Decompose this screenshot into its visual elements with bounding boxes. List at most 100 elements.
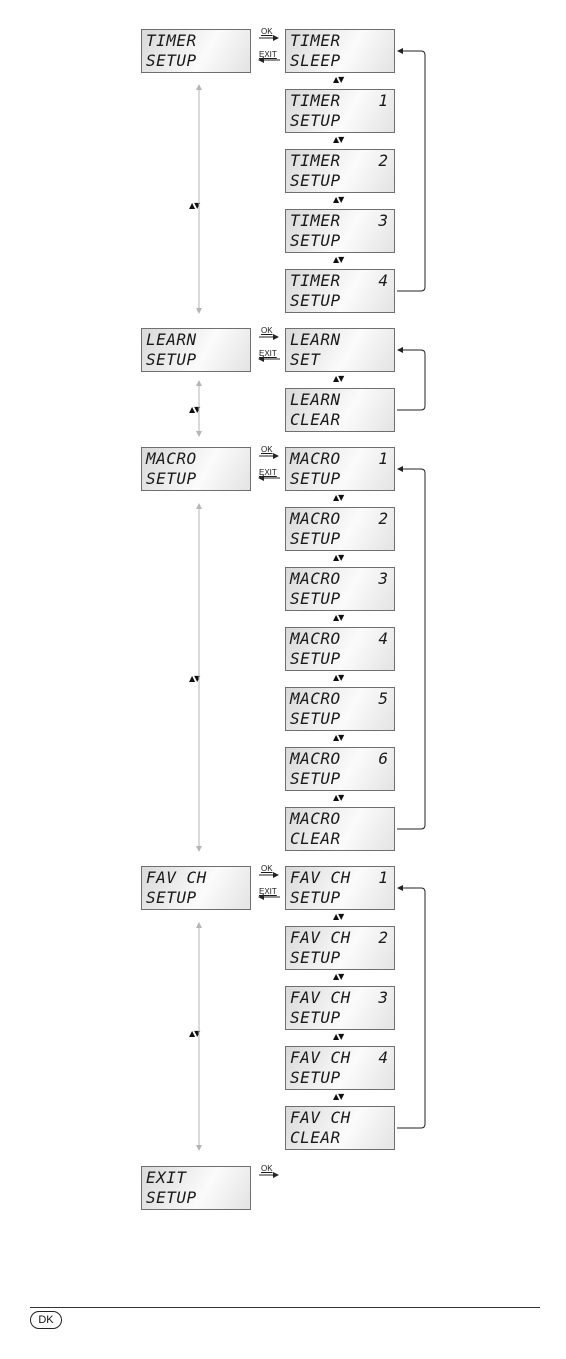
lcd-number: 2 [378, 151, 388, 170]
lcd-line-1: EXIT [146, 1168, 187, 1187]
lcd-line-1: MACRO [290, 509, 341, 528]
updown-indicator: ▲▼ [333, 912, 344, 921]
updown-indicator: ▲▼ [333, 613, 344, 622]
nav-gray-arrow-up [196, 922, 202, 928]
updown-indicator: ▲▼ [333, 1032, 344, 1041]
exit-arrow-head [258, 894, 264, 900]
lcd-line-2: SETUP [290, 529, 341, 548]
lcd-line-2: CLEAR [290, 410, 341, 429]
lcd-line-2: SETUP [290, 649, 341, 668]
exit-arrow-head [258, 57, 264, 63]
nav-gray-arrow-up [196, 503, 202, 509]
nav-gray-arrow-up [196, 84, 202, 90]
exit-label: EXIT [259, 50, 277, 59]
ok-label: OK [261, 864, 273, 873]
nav-updown-indicator: ▲▼ [189, 1029, 200, 1038]
lcd-number: 4 [378, 1048, 388, 1067]
lcd-line-1: MACRO [290, 689, 341, 708]
lcd-line-1: TIMER [290, 271, 341, 290]
lcd-number: 2 [378, 509, 388, 528]
lcd-line-1: FAV CH [290, 1108, 351, 1127]
lcd-line-2: SETUP [146, 350, 197, 369]
lcd-number: 1 [378, 91, 388, 110]
lcd-line-1: LEARN [146, 330, 197, 349]
ok-label: OK [261, 1164, 273, 1173]
nav-gray-arrow-down [196, 431, 202, 437]
lcd-number: 3 [378, 211, 388, 230]
nav-gray-arrow-down [196, 846, 202, 852]
lcd-line-2: SETUP [290, 171, 341, 190]
lcd-line-1: FAV CH [146, 868, 207, 887]
lcd-number: 1 [378, 449, 388, 468]
loop-connector-timer [397, 50, 426, 292]
nav-gray-arrow-down [196, 1145, 202, 1151]
loop-arrow-head-favch [397, 885, 403, 891]
lcd-line-1: LEARN [290, 390, 341, 409]
exit-label: EXIT [259, 887, 277, 896]
updown-indicator: ▲▼ [333, 553, 344, 562]
lcd-line-2: SETUP [290, 1068, 341, 1087]
lcd-number: 4 [378, 271, 388, 290]
lcd-line-1: TIMER [290, 91, 341, 110]
lcd-line-1: FAV CH [290, 1048, 351, 1067]
ok-arrow-head [273, 35, 279, 41]
lcd-line-2: SETUP [146, 888, 197, 907]
lcd-number: 1 [378, 868, 388, 887]
loop-connector-favch [397, 887, 426, 1129]
lcd-number: 3 [378, 988, 388, 1007]
updown-indicator: ▲▼ [333, 75, 344, 84]
lcd-line-2: SETUP [146, 51, 197, 70]
nav-gray-arrow-up [196, 380, 202, 386]
lcd-line-1: TIMER [290, 211, 341, 230]
ok-arrow-head [273, 453, 279, 459]
lcd-line-1: FAV CH [290, 868, 351, 887]
lcd-line-2: SETUP [290, 1008, 341, 1027]
lcd-line-2: SETUP [290, 709, 341, 728]
nav-updown-indicator: ▲▼ [189, 201, 200, 210]
updown-indicator: ▲▼ [333, 195, 344, 204]
lcd-line-1: TIMER [290, 151, 341, 170]
ok-label: OK [261, 27, 273, 36]
lcd-line-2: SETUP [290, 231, 341, 250]
lcd-number: 2 [378, 928, 388, 947]
nav-updown-indicator: ▲▼ [189, 674, 200, 683]
footer-rule [30, 1307, 540, 1308]
loop-arrow-head-macro [397, 466, 403, 472]
lcd-line-2: CLEAR [290, 829, 341, 848]
loop-connector-learn [397, 349, 426, 411]
lcd-line-1: FAV CH [290, 928, 351, 947]
updown-indicator: ▲▼ [333, 673, 344, 682]
ok-label: OK [261, 326, 273, 335]
lcd-line-2: SETUP [290, 589, 341, 608]
lcd-line-2: SETUP [146, 1188, 197, 1207]
updown-indicator: ▲▼ [333, 733, 344, 742]
updown-indicator: ▲▼ [333, 1092, 344, 1101]
lcd-line-1: MACRO [290, 629, 341, 648]
lcd-line-1: MACRO [290, 569, 341, 588]
lcd-line-2: SETUP [290, 469, 341, 488]
lcd-line-2: SET [290, 350, 321, 369]
updown-indicator: ▲▼ [333, 972, 344, 981]
lcd-line-1: MACRO [290, 749, 341, 768]
lcd-line-1: MACRO [290, 809, 341, 828]
lcd-line-2: SETUP [146, 469, 197, 488]
exit-arrow-head [258, 356, 264, 362]
lcd-number: 3 [378, 569, 388, 588]
